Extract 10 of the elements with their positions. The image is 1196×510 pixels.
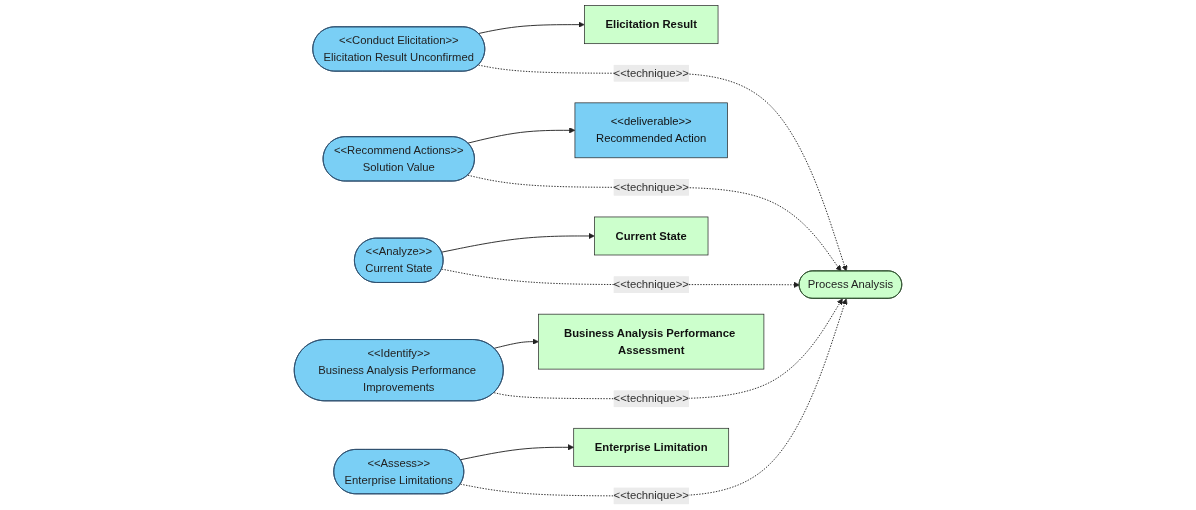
edge-label: <<technique>> [613, 181, 689, 194]
node-box: Enterprise Limitation [573, 427, 730, 467]
node-box: <<deliverable>> Recommended Action [574, 102, 728, 159]
node-box: Elicitation Result [584, 5, 719, 44]
edge-label: <<technique>> [613, 392, 689, 405]
edge-label: <<technique>> [613, 278, 689, 291]
edge-label: <<technique>> [613, 489, 689, 502]
node-box: Current State [594, 216, 709, 256]
edge-label: <<technique>> [613, 66, 689, 79]
node-box: Business Analysis Performance Assessment [538, 313, 765, 370]
